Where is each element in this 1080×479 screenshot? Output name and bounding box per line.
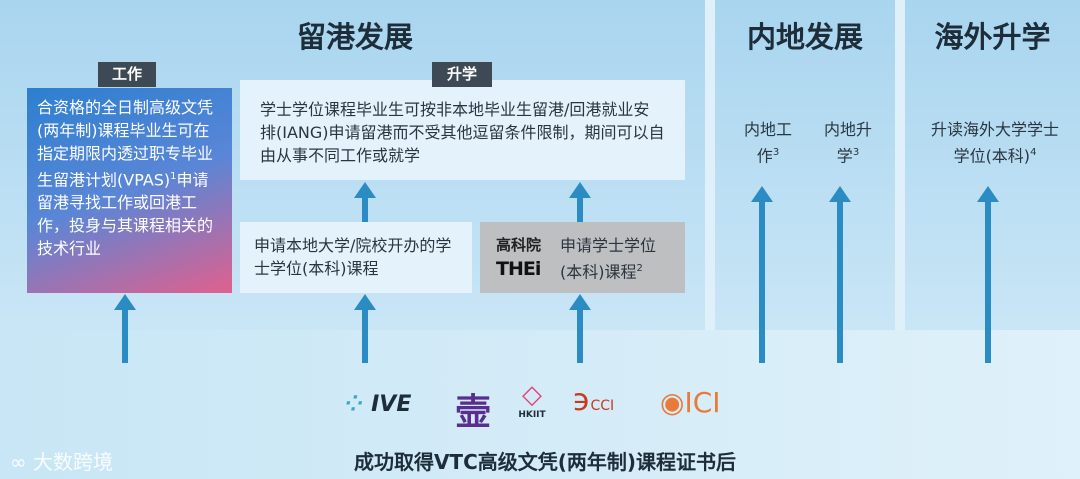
footer-text: 成功取得VTC高级文凭(两年制)课程证书后	[353, 450, 737, 474]
arrow-icon	[569, 294, 591, 363]
mainland-study: 内地升学3	[818, 118, 878, 167]
divider	[705, 0, 715, 330]
footnote: 2	[636, 263, 643, 274]
vpas-text-cont: 申请留港寻找工作或回港工作，投身与其课程相关的技术行业	[37, 170, 214, 259]
vpas-box: 合资格的全日制高级文凭(两年制)课程毕业生可在指定期限内透过职专毕业生留港计划(…	[27, 88, 232, 293]
iang-text: 学士学位课程毕业生可按非本地毕业生留港/回港就业安排(IANG)申请留港而不受其…	[260, 100, 665, 165]
thei-logo: THEi	[496, 258, 541, 280]
study-tag: 升学	[432, 62, 492, 87]
arrow-icon	[354, 182, 376, 222]
local-degree-box: 申请本地大学/院校开办的学士学位(本科)课程	[240, 222, 472, 293]
mainland-work-text: 内地工作	[743, 120, 792, 166]
arrow-icon	[751, 186, 773, 363]
overseas-title: 海外升学	[934, 20, 1051, 54]
arrow-icon	[569, 182, 591, 222]
vpas-text: 合资格的全日制高级文凭(两年制)课程毕业生可在指定期限内透过职专毕业生留港计划(…	[37, 98, 214, 190]
overseas-panel	[905, 0, 1080, 330]
hk-title: 留港发展	[296, 20, 413, 54]
work-tag: 工作	[98, 62, 156, 87]
arrow-icon	[354, 294, 376, 363]
iang-box: 学士学位课程毕业生可按非本地毕业生留港/回港就业安排(IANG)申请留港而不受其…	[240, 80, 685, 180]
mainland-title: 内地发展	[746, 20, 863, 54]
footnote: 3	[772, 147, 780, 158]
arrow-icon	[114, 294, 136, 363]
divider	[895, 0, 905, 330]
footnote: 4	[1030, 147, 1037, 158]
bottom-band	[0, 330, 1080, 479]
logo-cci: ϶CCI	[572, 383, 615, 418]
mainland-panel	[715, 0, 895, 330]
arrow-icon	[829, 186, 851, 363]
thei-name: 高科院	[496, 236, 542, 254]
mainland-study-text: 内地升学	[823, 120, 872, 166]
overseas-study: 升读海外大学学士学位(本科)4	[925, 118, 1065, 167]
footnote: 1	[170, 171, 177, 182]
thei-box: 高科院 THEi 申请学士学位(本科)课程2	[480, 222, 685, 293]
thei-text: 申请学士学位(本科)课程	[560, 236, 657, 282]
arrow-icon	[977, 186, 999, 363]
logo-ive: ⁘ IVE	[345, 392, 412, 417]
logo-ici: ◉ICI	[660, 386, 721, 419]
overseas-text: 升读海外大学学士学位(本科)	[930, 120, 1059, 166]
logo-hkdi: 壸	[455, 392, 492, 433]
mainland-work: 内地工作3	[738, 118, 798, 167]
logo-hkiit: ◇HKIIT	[518, 380, 546, 420]
watermark: ∞ 大数跨境	[10, 450, 114, 474]
footnote: 3	[852, 147, 860, 158]
local-degree-text: 申请本地大学/院校开办的学士学位(本科)课程	[254, 236, 452, 278]
